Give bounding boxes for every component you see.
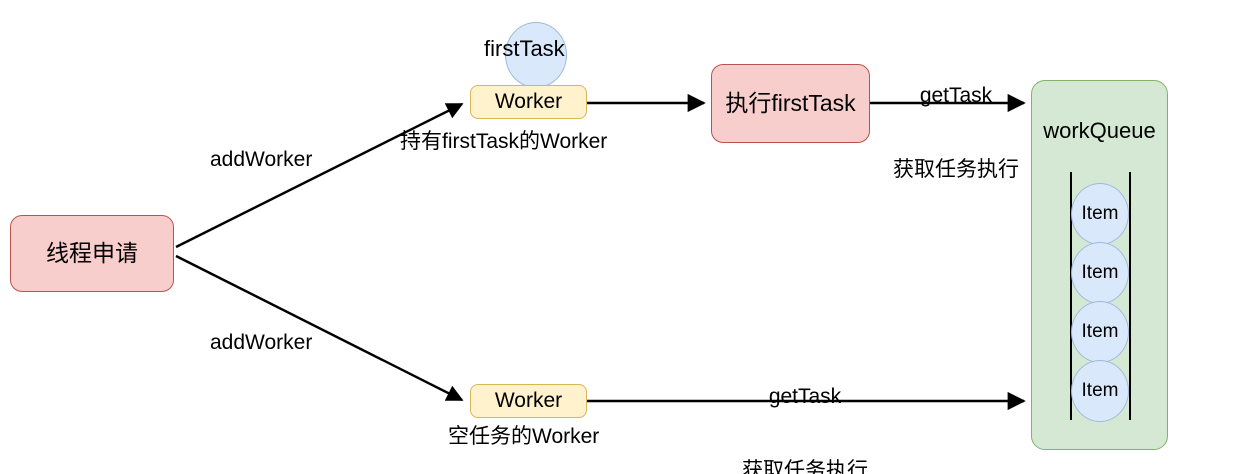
edge-label-get-task-top: getTask 获取任务执行 — [888, 34, 1024, 232]
node-thread-request[interactable]: 线程申请 — [10, 215, 174, 292]
node-first-task-label: firstTask — [484, 36, 565, 61]
queue-item[interactable]: Item — [1071, 242, 1129, 304]
node-worker-top[interactable]: Worker — [470, 85, 587, 119]
edge-label-worker-empty-task: 空任务的Worker — [448, 425, 600, 448]
edge-label-add-worker-bottom: addWorker — [210, 331, 313, 354]
edge-label-get-task-bottom-line1: getTask — [768, 384, 842, 408]
edge-label-add-worker-top: addWorker — [210, 148, 313, 171]
edge-add-worker-bottom — [175, 254, 464, 402]
edge-label-get-task-top-line2: 获取任务执行 — [893, 157, 1019, 181]
edge-label-get-task-top-line1: getTask — [919, 83, 993, 107]
node-thread-request-label: 线程申请 — [46, 240, 138, 267]
node-work-queue-label: workQueue — [1043, 118, 1156, 143]
node-worker-bottom-label: Worker — [494, 388, 563, 412]
queue-item-label: Item — [1081, 380, 1119, 401]
edge-label-get-task-bottom-line2: 获取任务执行 — [742, 458, 868, 474]
edge-label-worker-with-first-task: 持有firstTask的Worker — [400, 130, 608, 153]
queue-item[interactable]: Item — [1071, 360, 1129, 422]
queue-rail-right — [1129, 172, 1131, 420]
queue-item-label: Item — [1081, 203, 1119, 224]
queue-item-label: Item — [1081, 321, 1119, 342]
edge-label-get-task-bottom: getTask 获取任务执行 — [737, 335, 873, 474]
queue-item[interactable]: Item — [1071, 301, 1129, 363]
node-worker-bottom[interactable]: Worker — [470, 384, 587, 418]
queue-rail-left — [1070, 172, 1072, 420]
edge-add-worker-top — [175, 102, 464, 249]
queue-item[interactable]: Item — [1071, 183, 1129, 245]
queue-item-label: Item — [1081, 262, 1119, 283]
node-execute-first-task[interactable]: 执行firstTask — [711, 64, 870, 143]
node-first-task-circle[interactable] — [505, 22, 567, 88]
node-execute-first-task-label: 执行firstTask — [725, 90, 856, 117]
node-worker-top-label: Worker — [494, 89, 563, 113]
